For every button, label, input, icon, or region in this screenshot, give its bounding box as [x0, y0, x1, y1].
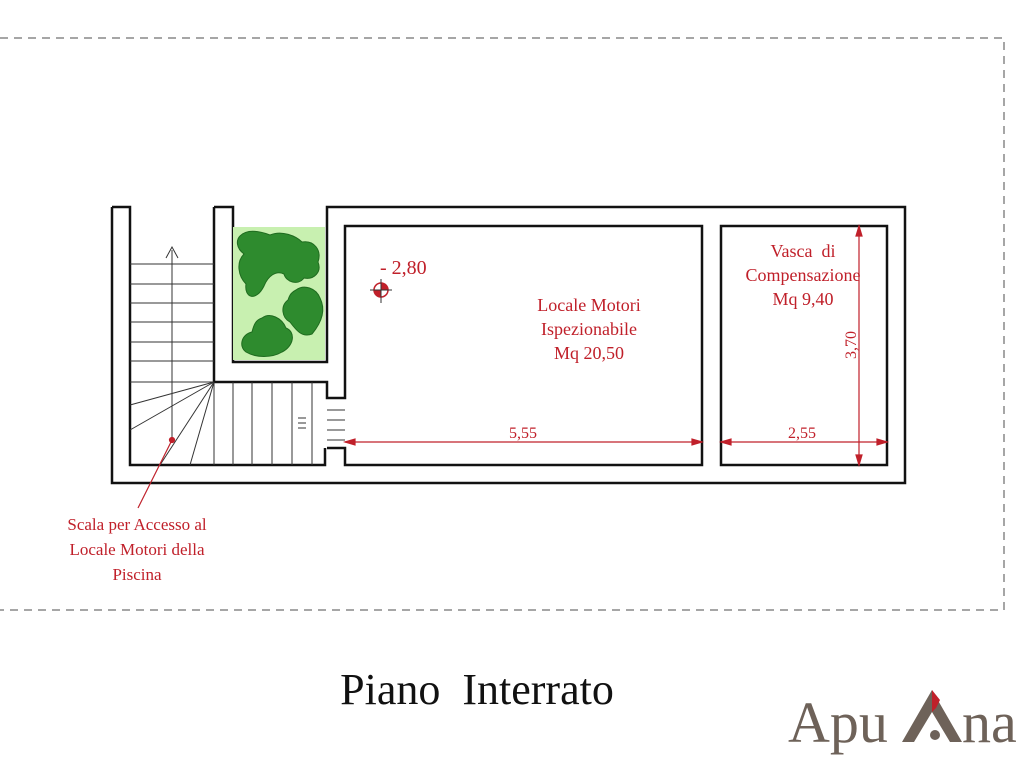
tree-icon: [236, 230, 324, 357]
stair-note-line3: Piscina: [112, 565, 162, 584]
room-motori-line1: Locale Motori: [537, 295, 640, 315]
stair-note-line2: Locale Motori della: [69, 540, 204, 559]
property-boundary: [0, 37, 1005, 611]
drawing-title: Piano Interrato: [340, 665, 614, 714]
dimension-lines: [137, 223, 890, 509]
room-vasca-line3: Mq 9,40: [772, 289, 833, 309]
dimension-vasca-height: 3,70: [843, 331, 860, 359]
staircase: [129, 245, 345, 466]
level-label: - 2,80: [380, 257, 427, 279]
logo-text-left: Apu: [788, 690, 888, 755]
level-marker-icon: [370, 279, 392, 303]
room-vasca-line1: Vasca di: [771, 241, 836, 261]
room-vasca-line2: Compensazione: [746, 265, 861, 285]
logo-text-right: na: [962, 690, 1017, 755]
dimension-vasca-width: 2,55: [788, 425, 816, 442]
building-walls: [110, 205, 907, 485]
stair-note-line1: Scala per Accesso al: [67, 515, 207, 534]
dimension-motori-width: 5,55: [509, 425, 537, 442]
room-motori-line3: Mq 20,50: [554, 343, 624, 363]
apuana-logo: Apu na: [788, 690, 1017, 755]
room-motori-line2: Ispezionabile: [541, 319, 637, 339]
logo-a-icon: [902, 690, 962, 742]
